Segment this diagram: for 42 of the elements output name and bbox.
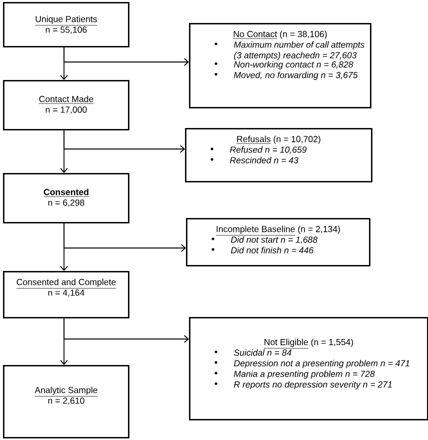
bullet-text: Moved, no forwarding n = 3,675: [234, 72, 358, 80]
count-text: (n = 1,554): [311, 338, 354, 347]
heading: Unique Patients: [34, 16, 98, 26]
count-text: n = 2,610: [48, 398, 84, 405]
count-text: n = 4,164: [48, 290, 84, 297]
bullet-text: R reports no depression severity n = 271: [234, 381, 392, 390]
heading: Not Eligible: [264, 338, 309, 348]
bullet-text: Depression not a presenting problem n = 471: [234, 360, 410, 368]
flow-box: [3, 271, 130, 318]
bullet-text: Refused n = 10,659: [230, 146, 307, 154]
exclusion-box: [185, 128, 372, 182]
count-text: n = 6,298: [48, 200, 84, 207]
bullet-text: Suicidal n = 84: [234, 349, 292, 356]
count-text: n = 17,000: [46, 106, 87, 114]
count-text: (n = 38,106): [280, 30, 327, 39]
heading: Analytic Sample: [34, 386, 98, 396]
exclusion-box: [186, 218, 370, 266]
flow-box: [3, 2, 130, 48]
bullet-text: Non-working contact n = 6,828: [234, 61, 354, 70]
bullet-text: Rescinded n = 43: [230, 156, 298, 164]
count-text: (n = 10,702): [274, 136, 320, 144]
bullet-text: Mania a presenting problem n = 728: [234, 370, 375, 379]
bullet-text: Did not start n = 1,688: [230, 236, 318, 244]
exclusion-box: [189, 23, 372, 108]
heading: Consented and Complete: [16, 278, 116, 288]
flow-box: [3, 365, 130, 438]
heading: Incomplete Baseline: [216, 226, 296, 236]
arrow: [64, 130, 185, 153]
arrow: [64, 46, 189, 66]
exclusion-box: [189, 317, 428, 420]
heading: Consented: [43, 188, 90, 197]
count-text: n = 55,106: [46, 26, 87, 34]
bullet-text: Did not finish n = 446: [230, 246, 314, 254]
flow-box: [3, 80, 130, 130]
heading: No Contact: [232, 30, 278, 39]
arrow: [64, 222, 186, 252]
bullet-text: Maximum number of call attempts (3 attempts) reachedn = 27,603: [234, 41, 364, 60]
heading: Contact Made: [38, 96, 94, 104]
heading: Refusals: [236, 136, 271, 144]
arrow: [64, 318, 189, 343]
flow-box: [3, 173, 130, 224]
count-text: (n = 2,134): [298, 226, 340, 234]
